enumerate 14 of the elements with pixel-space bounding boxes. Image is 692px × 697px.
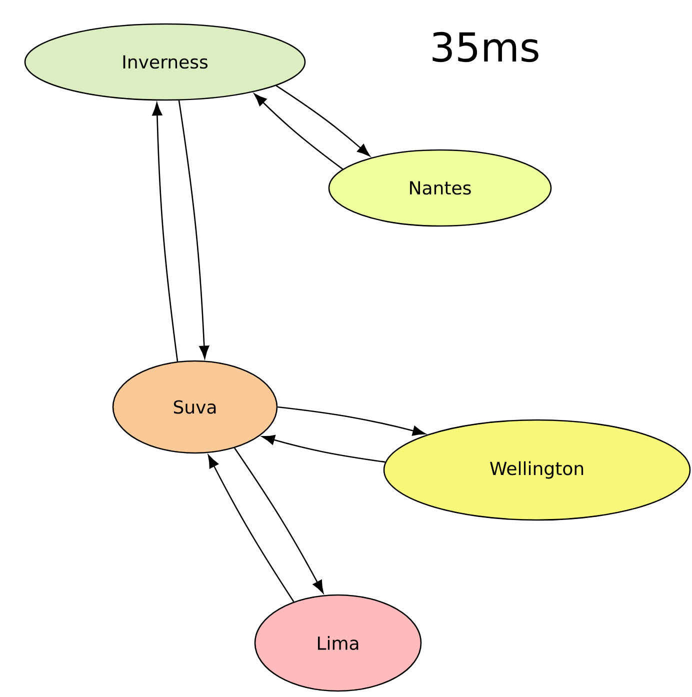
ellipse-node: Nantes: [328, 149, 552, 227]
arrow: [208, 454, 294, 602]
arrow: [152, 102, 178, 362]
arrow: [276, 85, 370, 156]
arrow: [234, 448, 324, 594]
arrow: [178, 100, 210, 359]
arrow: [254, 93, 344, 170]
ellipse-node: Lima: [254, 594, 422, 692]
arrow: [262, 434, 386, 463]
ellipse-node: Inverness: [24, 23, 306, 101]
title: 35ms: [432, 32, 538, 62]
arrow: [278, 406, 426, 436]
ellipse-node: Suva: [112, 360, 278, 454]
ellipse-node: Wellington: [383, 419, 691, 521]
